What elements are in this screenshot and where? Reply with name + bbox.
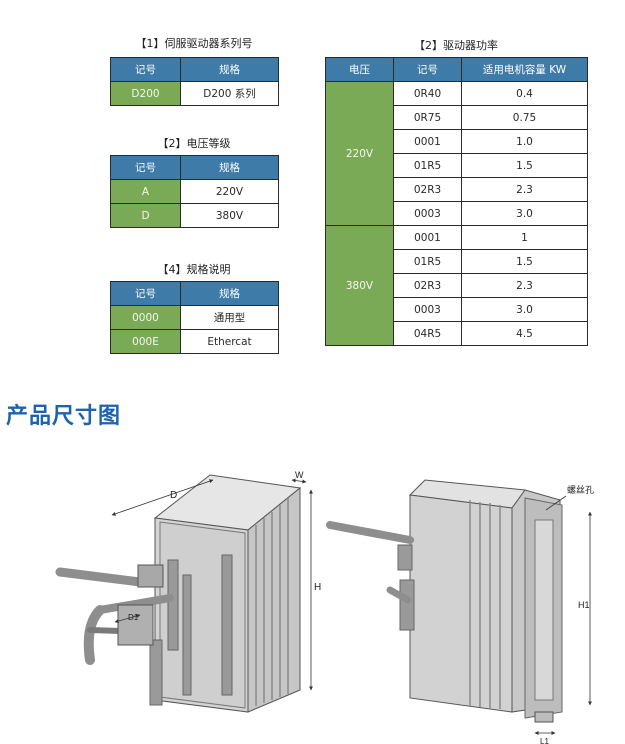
power-capacity-cell: 4.5 (461, 321, 588, 346)
drive-rear-view (326, 479, 563, 723)
label-h1: H1 (578, 600, 590, 610)
table-row: D 380V (110, 203, 279, 228)
table4: 记号 规格 0000 通用型 000E Ethercat (110, 281, 279, 354)
power-code-cell: 0R40 (393, 81, 462, 106)
table-row: 02R3 2.3 (326, 273, 588, 298)
table1-header-spec: 规格 (180, 57, 279, 82)
dimension-lines-rear (534, 495, 592, 735)
power-code-cell: 0R75 (393, 105, 462, 130)
drive-front-view (55, 474, 302, 713)
table4-header-code: 记号 (110, 281, 181, 306)
label-h: H (314, 582, 321, 593)
power-table: 电压 记号 适用电机容量 KW 220V 0R40 0.4 0R75 0.75 … (325, 57, 588, 346)
power-header-voltage: 电压 (325, 57, 394, 82)
table2: 记号 规格 A 220V D 380V (110, 155, 279, 228)
dimension-lines-front (111, 478, 313, 691)
table-row: A 220V (110, 179, 279, 204)
section-title: 产品尺寸图 (6, 404, 122, 429)
table-row: 0001 1.0 (326, 129, 588, 154)
power-header-code: 记号 (393, 57, 462, 82)
table2-header-code: 记号 (110, 155, 181, 180)
table4-code-cell: 0000 (110, 305, 181, 330)
table1-spec-cell: D200 系列 (180, 81, 279, 106)
table1: 记号 规格 D200 D200 系列 (110, 57, 279, 106)
table-row: 000E Ethercat (110, 329, 279, 354)
table-row: D200 D200 系列 (110, 81, 279, 106)
table2-code-cell: A (110, 179, 181, 204)
power-capacity-cell: 1.0 (461, 129, 588, 154)
power-capacity-cell: 3.0 (461, 297, 588, 322)
power-header-capacity: 适用电机容量 KW (461, 57, 588, 82)
table2-code-cell: D (110, 203, 181, 228)
power-code-cell: 01R5 (393, 153, 462, 178)
table2-spec-cell: 220V (180, 179, 279, 204)
label-d1: D1 (128, 613, 139, 622)
power-code-cell: 02R3 (393, 273, 462, 298)
power-capacity-cell: 2.3 (461, 273, 588, 298)
power-code-cell: 04R5 (393, 321, 462, 346)
table-row: 01R5 1.5 (326, 153, 588, 178)
voltage-220-cell: 220V (325, 81, 394, 226)
table2-spec-cell: 380V (180, 203, 279, 228)
table-row: 220V 0R40 0.4 (325, 81, 588, 226)
power-code-cell: 01R5 (393, 249, 462, 274)
table4-title: 【4】规格说明 (157, 263, 231, 276)
table-row: 380V 0001 1 (325, 225, 588, 346)
table4-spec-cell: Ethercat (180, 329, 279, 354)
table-row: 04R5 4.5 (326, 321, 588, 346)
voltage-380-cell: 380V (325, 225, 394, 346)
label-l1: L1 (540, 737, 549, 744)
table1-title: 【1】伺服驱动器系列号 (135, 37, 253, 50)
power-capacity-cell: 3.0 (461, 201, 588, 226)
power-capacity-cell: 1 (461, 225, 588, 250)
table1-code-cell: D200 (110, 81, 181, 106)
table4-code-cell: 000E (110, 329, 181, 354)
label-w: W (295, 470, 304, 480)
label-d: D (170, 490, 177, 501)
table4-header-spec: 规格 (180, 281, 279, 306)
table-row: 0003 3.0 (326, 201, 588, 226)
table2-title: 【2】电压等级 (157, 137, 231, 150)
power-capacity-cell: 2.3 (461, 177, 588, 202)
table2-header-spec: 规格 (180, 155, 279, 180)
power-capacity-cell: 1.5 (461, 153, 588, 178)
power-code-cell: 0003 (393, 297, 462, 322)
power-table-title: 【2】驱动器功率 (414, 39, 498, 52)
label-screw-hole: 螺丝孔 (567, 484, 594, 496)
table-row: 0003 3.0 (326, 297, 588, 322)
power-code-cell: 0001 (393, 129, 462, 154)
